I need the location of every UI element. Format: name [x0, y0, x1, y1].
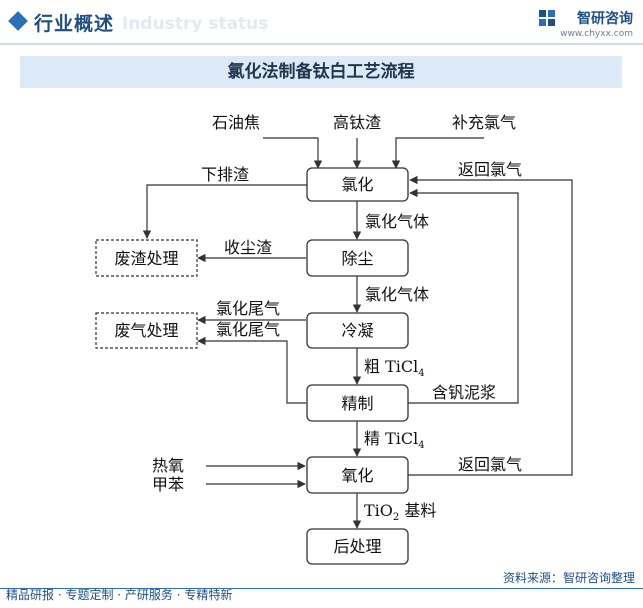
- header-divider: [0, 43, 643, 45]
- node-gas-treatment: [95, 312, 198, 349]
- input-make-up-chlorine: 补充氯气: [452, 113, 516, 132]
- source-label: 资料来源：: [502, 571, 563, 585]
- label-tail-gas-1: 氯化尾气: [216, 299, 280, 318]
- node-oxidation-label: 氧化: [341, 466, 373, 485]
- page-header: Industry status 行业概述 智研咨询 www.chyxx.com: [0, 0, 643, 50]
- input-hot-oxygen: 热氧: [152, 456, 184, 475]
- input-petroleum-coke: 石油焦: [212, 113, 260, 132]
- node-chlorination-label: 氯化: [341, 175, 373, 194]
- brand-url: www.chyxx.com: [560, 29, 633, 39]
- node-post-treatment: [306, 528, 409, 565]
- label-chlorinated-gas-1: 氯化气体: [365, 212, 429, 231]
- label-dust-slag: 收尘渣: [224, 238, 272, 257]
- node-refining: [306, 384, 409, 422]
- label-fine-ticl4: 精 TiCl4: [364, 429, 425, 451]
- node-condensation-label: 冷凝: [341, 321, 373, 340]
- diagram-title: 氯化法制备钛白工艺流程: [227, 62, 415, 82]
- label-return-chlorine-1: 返回氯气: [458, 160, 522, 179]
- edge-tail-gas-2: [197, 336, 306, 404]
- input-toluene: 甲苯: [152, 475, 184, 494]
- node-oxidation: [306, 456, 409, 494]
- edge-return-chlorine: [408, 175, 573, 476]
- label-vanadium-mud: 含钒泥浆: [432, 383, 496, 402]
- node-dust-removal: [306, 239, 409, 277]
- node-refining-label: 精制: [341, 394, 373, 413]
- node-condensation: [306, 312, 409, 349]
- footer-tagline: 精品研报 · 专题定制 · 产研服务 · 专精特新: [6, 588, 233, 602]
- diagram-title-bar: 氯化法制备钛白工艺流程: [20, 56, 622, 88]
- source-note: 资料来源：智研咨询整理: [503, 569, 635, 586]
- edge-coke-to-chlorination: [263, 137, 323, 169]
- label-chlorinated-gas-2: 氯化气体: [365, 285, 429, 304]
- node-chlorination: [306, 167, 409, 202]
- node-slag-treatment: [95, 239, 198, 277]
- edge-vanadium-mud: [408, 188, 519, 404]
- brand-logo-icon: [539, 10, 555, 26]
- node-dust-removal-label: 除尘: [341, 249, 373, 268]
- label-return-chlorine-2: 返回氯气: [458, 455, 522, 474]
- label-tio2-base: TiO2 基料: [364, 501, 436, 523]
- header-ghost-text: Industry status: [122, 14, 269, 34]
- source-value: 智研咨询整理: [562, 571, 635, 585]
- label-crude-ticl4: 粗 TiCl4: [364, 357, 425, 379]
- footer-divider: [0, 588, 643, 589]
- node-slag-treatment-label: 废渣处理: [114, 249, 178, 268]
- label-tail-gas-2: 氯化尾气: [216, 320, 280, 339]
- label-lower-slag: 下排渣: [201, 165, 249, 184]
- brand-logo: 智研咨询 www.chyxx.com: [539, 8, 633, 39]
- node-post-treatment-label: 后处理: [333, 537, 381, 556]
- section-title: 行业概述: [34, 13, 115, 35]
- edge-chlorine-to-chlorination: [391, 137, 484, 169]
- brand-name: 智研咨询: [577, 11, 633, 27]
- input-high-ti-slag: 高钛渣: [333, 113, 381, 132]
- node-gas-treatment-label: 废气处理: [114, 321, 178, 340]
- edge-lower-slag: [142, 184, 307, 239]
